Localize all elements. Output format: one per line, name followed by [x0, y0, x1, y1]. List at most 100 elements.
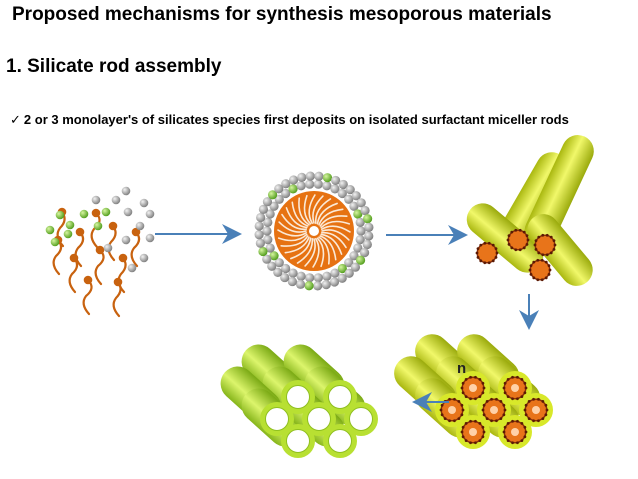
rod-end-bead	[523, 408, 527, 412]
silicate-gray	[314, 171, 324, 181]
rod-end-bead	[506, 421, 510, 425]
rod-end-bead	[520, 439, 524, 443]
surfactant-tail	[285, 207, 308, 229]
rod-end-bead	[464, 377, 468, 381]
silicate-gray	[344, 268, 354, 278]
silicate-green	[93, 221, 103, 231]
surfactant-tail	[277, 233, 308, 242]
rod-end-bead	[474, 441, 477, 445]
surfactant-tail	[318, 236, 330, 265]
rod-end-bead	[476, 247, 480, 251]
rod-end-bead	[448, 419, 451, 423]
free-surfactant-and-silicate	[45, 186, 155, 318]
rod-end-bead	[510, 230, 514, 234]
rod-end	[506, 228, 530, 252]
rod-end-bead	[440, 403, 444, 407]
hex-rod-end	[460, 419, 486, 445]
rod-end-center	[490, 406, 498, 414]
surfactant-tail	[52, 238, 63, 276]
silicate-gray	[274, 258, 284, 268]
rod-end-bead	[474, 397, 477, 401]
rod-end-bead	[541, 253, 545, 257]
silicate-gray	[362, 239, 372, 250]
rod-end-bead	[461, 435, 465, 439]
rod-end-bead	[439, 408, 443, 412]
rod-end-bead	[461, 408, 465, 412]
silicate-gray	[91, 195, 101, 205]
silicate-green	[267, 190, 278, 200]
rod-end-bead	[537, 235, 541, 239]
surfactant-tail	[82, 278, 93, 316]
rod-end-center	[469, 428, 477, 436]
silicate-gray	[263, 235, 273, 245]
rod-end-bead	[490, 419, 493, 423]
silicate-gray	[139, 198, 149, 208]
rod-end-bead	[483, 241, 487, 245]
surfactant-tail	[94, 248, 105, 286]
rod-end-bead	[506, 439, 510, 443]
silicate-gray	[351, 191, 361, 201]
rod-end-bead	[457, 399, 461, 403]
rod-end-bead	[523, 391, 527, 395]
surfactant-tail	[316, 237, 325, 268]
rod-end-bead	[518, 248, 522, 252]
silicate-gray	[331, 175, 341, 186]
silicate-gray	[329, 277, 340, 287]
rod-end-center	[469, 384, 477, 392]
rod-end-bead	[544, 276, 548, 280]
pore-opening	[286, 385, 310, 409]
surfactant-tail	[277, 229, 308, 237]
rod-end-bead	[453, 397, 456, 401]
surfactant-head	[83, 275, 93, 285]
rod-end-bead	[487, 261, 491, 265]
rod-end-bead	[524, 403, 528, 407]
rod-end-bead	[485, 417, 489, 421]
rod-end-bead	[440, 413, 444, 417]
rod-end-bead	[522, 230, 526, 234]
rod-end-bead	[528, 268, 532, 272]
rod-end-center	[532, 406, 540, 414]
silicate-gray	[305, 273, 315, 283]
silicate-green	[63, 229, 73, 239]
rod-end-bead	[469, 419, 472, 423]
rod-end-bead	[502, 413, 506, 417]
rod-end-bead	[545, 408, 549, 412]
silicate-gray	[127, 263, 137, 273]
silicate-gray	[256, 212, 266, 223]
rod-end-bead	[511, 441, 514, 445]
rod-end-bead	[461, 381, 465, 385]
rod-end-bead	[529, 272, 533, 276]
rod-end-bead	[494, 247, 498, 251]
rod-end-bead	[495, 251, 499, 255]
silicate-green	[363, 214, 373, 224]
rod-end-bead	[520, 421, 524, 425]
rod-end-bead	[482, 430, 486, 434]
surfactant-head	[118, 253, 128, 263]
rod-end-bead	[481, 381, 485, 385]
surfactant-tail	[316, 202, 338, 225]
silicate-green	[355, 255, 366, 265]
mesoporous-silica-product	[220, 344, 378, 458]
rod-end-bead	[516, 397, 519, 401]
silicate-gray	[262, 197, 273, 207]
rod-end-bead	[461, 391, 465, 395]
rod-end	[475, 241, 499, 265]
surfactant-tail	[318, 208, 344, 226]
rod-end-bead	[499, 399, 503, 403]
rod-end-bead	[541, 399, 545, 403]
rod-end-bead	[478, 395, 482, 399]
rod-end	[528, 258, 552, 282]
hex-rod-end	[481, 397, 507, 423]
silicate-gray	[359, 248, 370, 258]
rod-end-bead	[523, 425, 527, 429]
silicate-gray	[258, 204, 269, 214]
silicate-gray	[103, 243, 113, 253]
silicate-gray	[254, 221, 264, 231]
rod-end-bead	[478, 439, 482, 443]
silicate-gray	[281, 263, 291, 274]
rod-end-bead	[503, 391, 507, 395]
silicate-gray	[337, 273, 347, 283]
rod-end-bead	[547, 264, 551, 268]
rod-end-bead	[479, 243, 483, 247]
silicate-gray	[121, 235, 131, 245]
